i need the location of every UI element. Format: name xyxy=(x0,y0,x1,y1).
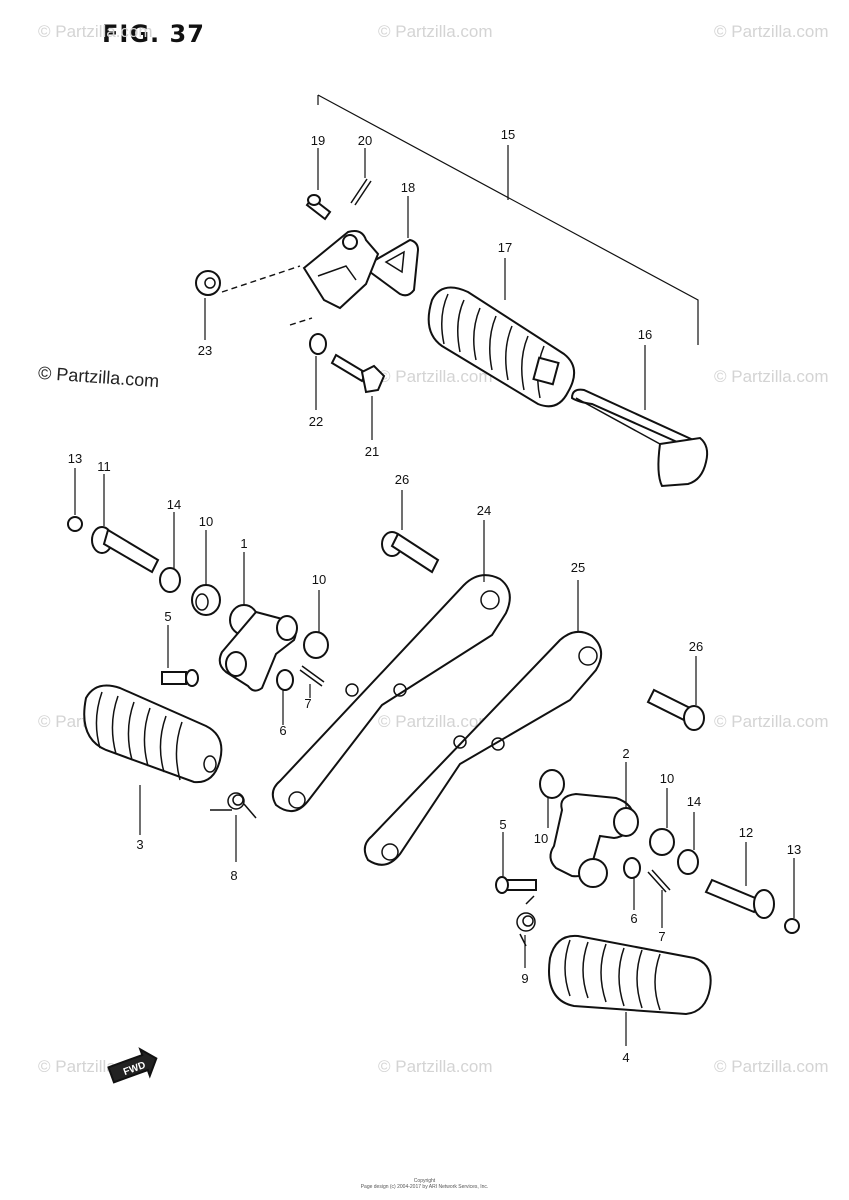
figure-title: FIG. 37 xyxy=(102,20,205,48)
part-14-washer-left xyxy=(159,567,181,593)
watermark: © Partzilla.com xyxy=(714,367,829,386)
callout-9: 9 xyxy=(521,971,528,986)
part-19-pin xyxy=(305,194,332,221)
callout-22: 22 xyxy=(309,414,323,429)
part-13-nut-left xyxy=(67,516,83,532)
callout-21: 21 xyxy=(365,444,379,459)
callout-14: 14 xyxy=(167,497,181,512)
callout-15: 15 xyxy=(501,127,515,142)
callout-25: 25 xyxy=(571,560,585,575)
part-12-bolt xyxy=(704,878,775,919)
callout-19: 19 xyxy=(311,133,325,148)
part-5-pin-left xyxy=(161,669,199,687)
part-7-cotter-right xyxy=(647,869,671,893)
callout-20: 20 xyxy=(358,133,372,148)
callout-24: 24 xyxy=(477,503,491,518)
callout-11: 11 xyxy=(97,459,111,474)
footrest-bracket-upper xyxy=(302,230,380,310)
part-9-spring-right xyxy=(516,895,536,947)
callout-6: 6 xyxy=(630,911,637,926)
part-18-plate xyxy=(368,238,420,297)
part-17-footrest-rubber xyxy=(427,286,575,408)
callout-1: 1 xyxy=(240,536,247,551)
part-11-bolt xyxy=(91,526,160,574)
callout-26: 26 xyxy=(689,639,703,654)
callout-4: 4 xyxy=(622,1050,629,1065)
part-22-washer xyxy=(309,333,327,355)
watermark: © Partzilla.com xyxy=(38,22,153,41)
callout-2: 2 xyxy=(622,746,629,761)
part-14-washer-right xyxy=(677,849,699,875)
part-5-pin-right xyxy=(495,876,537,894)
callout-10: 10 xyxy=(660,771,674,786)
part-24-footrest-holder-plate xyxy=(271,574,511,812)
watermark: © Partzilla.com xyxy=(378,712,493,731)
part-20-cotter-pin xyxy=(350,178,372,206)
callout-7: 7 xyxy=(658,929,665,944)
part-23-nut xyxy=(195,270,221,296)
footer-line-1: Copyright xyxy=(413,1178,436,1184)
callout-16: 16 xyxy=(638,327,652,342)
part-10-collar-right-b xyxy=(649,828,675,856)
part-3-footrest-rubber-left xyxy=(83,684,223,784)
fwd-arrow: FWD xyxy=(107,1047,158,1084)
part-8-spring-left xyxy=(210,792,257,819)
part-26-bolt-right xyxy=(646,688,705,731)
callout-5: 5 xyxy=(499,817,506,832)
part-7-cotter-left xyxy=(299,665,325,687)
callout-13: 13 xyxy=(787,842,801,857)
callout-3: 3 xyxy=(136,837,143,852)
part-10-collar-left-b xyxy=(303,631,329,659)
watermark: © Partzilla.com xyxy=(378,22,493,41)
part-6-washer-right xyxy=(623,857,641,879)
callout-14: 14 xyxy=(687,794,701,809)
callout-26: 26 xyxy=(395,472,409,487)
part-13-nut-right xyxy=(784,918,800,934)
callout-8: 8 xyxy=(230,868,237,883)
part-25-footrest-holder-plate xyxy=(363,630,603,866)
callout-6: 6 xyxy=(279,723,286,738)
part-10-collar-left-a xyxy=(191,584,221,616)
watermark: © Partzilla.com xyxy=(714,1057,829,1076)
callout-labels: 19 20 15 18 17 16 23 22 21 13 11 26 14 2… xyxy=(68,127,801,1065)
page-footer: Copyright Page design (c) 2004-2017 by A… xyxy=(0,1178,849,1190)
part-10-collar-right-a xyxy=(539,769,565,799)
callout-13: 13 xyxy=(68,451,82,466)
part-26-bolt-upper xyxy=(381,531,440,574)
watermark: © Partzilla.com xyxy=(378,1057,493,1076)
callout-7: 7 xyxy=(304,696,311,711)
callout-12: 12 xyxy=(739,825,753,840)
part-1-footrest-holder-left xyxy=(218,604,298,692)
part-21-bolt xyxy=(330,353,386,394)
watermark: © Partzilla.com xyxy=(714,22,829,41)
callout-10: 10 xyxy=(534,831,548,846)
assembly-bracket-line xyxy=(317,94,699,345)
callout-5: 5 xyxy=(164,609,171,624)
callout-10: 10 xyxy=(312,572,326,587)
footer-line-2: Page design (c) 2004-2017 by ARI Network… xyxy=(360,1184,489,1190)
watermark: © Partzilla.com xyxy=(714,712,829,731)
callout-18: 18 xyxy=(401,180,415,195)
callout-23: 23 xyxy=(198,343,212,358)
part-16-footrest-shaft xyxy=(570,388,709,488)
part-6-washer-left xyxy=(276,669,294,691)
callout-17: 17 xyxy=(498,240,512,255)
watermark: © Partzilla.com xyxy=(378,367,493,386)
part-4-footrest-rubber-right xyxy=(548,934,712,1016)
callout-10: 10 xyxy=(199,514,213,529)
